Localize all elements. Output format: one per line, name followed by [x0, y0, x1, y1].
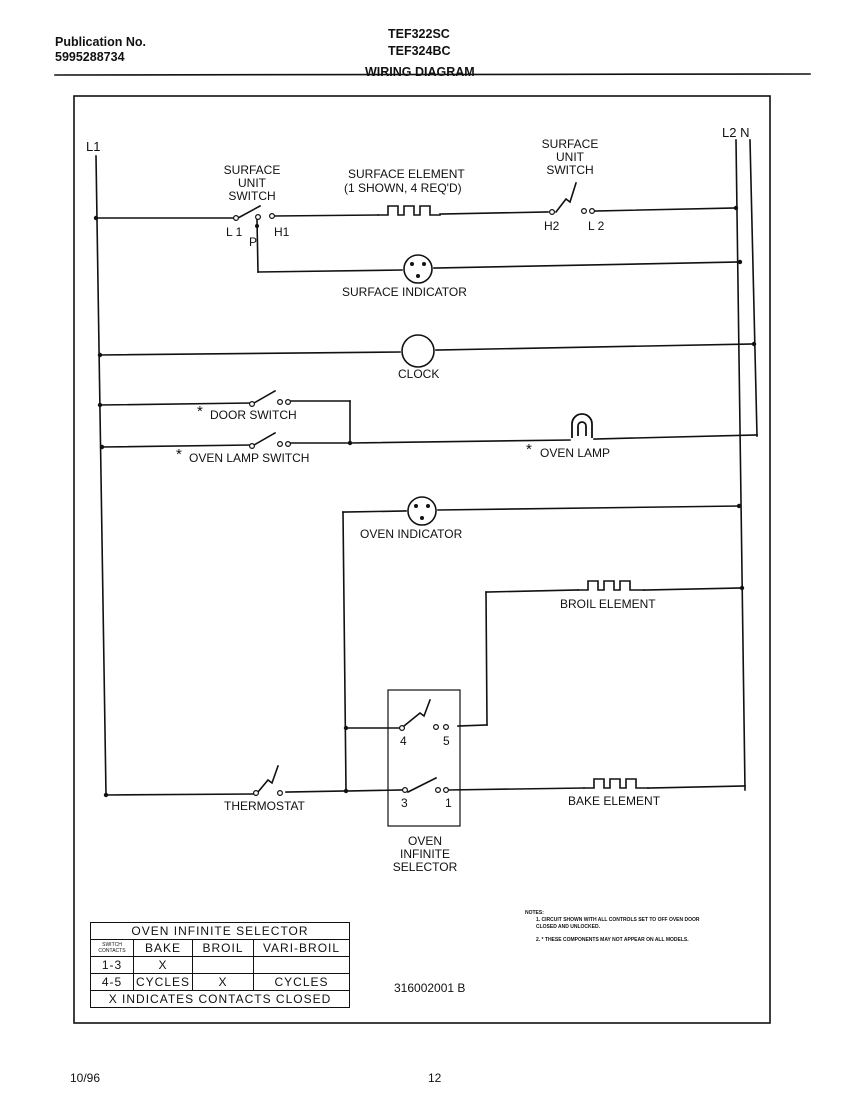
oven-lamp-asterisk: *: [526, 441, 532, 458]
clock-motor: [401, 334, 435, 368]
table-corner: SWITCH CONTACTS: [90, 939, 134, 957]
l2-n-terminal-label: L2 N: [722, 125, 750, 140]
table-cell: X: [133, 956, 193, 974]
surface-element-symbol: [377, 205, 441, 216]
pin-h2-label: H2: [544, 219, 560, 233]
l1-terminal-label: L1: [86, 139, 101, 154]
table-cell: 4-5: [90, 973, 134, 991]
page-number: 12: [428, 1071, 442, 1085]
door-switch-asterisk: *: [197, 403, 203, 420]
table-cell: 1-3: [90, 956, 134, 974]
thermostat-blade: [256, 764, 280, 794]
selector-pin-3: 3: [401, 796, 408, 810]
table-cell: X: [192, 973, 254, 991]
table-col-broil: BROIL: [192, 939, 254, 957]
table-row: 4-5 CYCLES X CYCLES: [90, 973, 350, 991]
broil-element-symbol: [577, 580, 645, 591]
junction-dots: [93, 205, 757, 798]
model-number-2: TEF324BC: [388, 44, 451, 58]
pin-p-label: P: [249, 235, 258, 249]
oven-lamp-filament: [577, 421, 587, 436]
oven-lamp-switch-blade: [252, 431, 277, 447]
table-col-bake: BAKE: [133, 939, 193, 957]
surface-unit-switch-right-label: SURFACE UNIT SWITCH: [541, 137, 599, 177]
surface-indicator-light: [403, 254, 433, 284]
selector-pin-4: 4: [400, 734, 407, 748]
door-switch-blade: [252, 389, 277, 405]
surface-element-label: SURFACE ELEMENT: [348, 167, 465, 181]
surface-unit-switch-left-label: SURFACE UNIT SWITCH: [223, 163, 281, 203]
selector-4-5-blade: [402, 698, 432, 728]
surface-element-note: (1 SHOWN, 4 REQ'D): [344, 181, 462, 195]
notes-heading: NOTES:: [525, 910, 544, 916]
thermostat-label: THERMOSTAT: [224, 799, 305, 813]
oven-lamp-label: OVEN LAMP: [540, 446, 611, 460]
table-row: 1-3 X: [90, 956, 350, 974]
table-cell: [192, 956, 254, 974]
table-cell: CYCLES: [253, 973, 350, 991]
table-title: OVEN INFINITE SELECTOR: [90, 922, 350, 940]
bake-element-symbol: [583, 778, 649, 789]
bake-element-label: BAKE ELEMENT: [568, 794, 661, 808]
oven-indicator-light: [407, 496, 437, 526]
selector-pin-5: 5: [443, 734, 450, 748]
selector-3-1-blade: [406, 776, 438, 794]
pin-h1-label: H1: [274, 225, 290, 239]
clock-label: CLOCK: [398, 367, 440, 381]
pin-l2-label: L 2: [588, 219, 605, 233]
table-cell: [253, 956, 350, 974]
part-number: 316002001 B: [394, 981, 466, 995]
oven-indicator-label: OVEN INDICATOR: [360, 527, 463, 541]
switch-terminals: [233, 208, 595, 796]
door-switch-label: DOOR SWITCH: [210, 408, 297, 422]
oven-infinite-selector-label: OVEN INFINITE SELECTOR: [392, 834, 458, 874]
publication-label: Publication No.: [55, 35, 146, 49]
diagram-border: [73, 95, 771, 1024]
surface-switch-right-blade: [554, 181, 578, 214]
selector-pin-1: 1: [445, 796, 452, 810]
n-rail: [749, 139, 758, 437]
pin-l1-label: L 1: [226, 225, 243, 239]
broil-element-label: BROIL ELEMENT: [560, 597, 656, 611]
publication-number: 5995288734: [55, 50, 125, 64]
table-cell: CYCLES: [133, 973, 193, 991]
oven-lamp-switch-asterisk: *: [176, 446, 182, 463]
selector-box: [387, 689, 461, 827]
model-number-1: TEF322SC: [388, 27, 450, 41]
footer-date: 10/96: [70, 1071, 101, 1085]
oven-lamp-switch-label: OVEN LAMP SWITCH: [189, 451, 310, 465]
selector-table: OVEN INFINITE SELECTOR SWITCH CONTACTS B…: [90, 922, 350, 1008]
header-rule: [54, 73, 811, 76]
oven-lamp-bulb: [571, 413, 593, 438]
note-1: 1. CIRCUIT SHOWN WITH ALL CONTROLS SET T…: [536, 917, 700, 930]
surface-switch-left-blade: [236, 204, 262, 220]
table-footer: X INDICATES CONTACTS CLOSED: [90, 990, 350, 1008]
l2-rail: [735, 139, 746, 791]
l1-rail: [95, 155, 107, 796]
note-2: 2. * THESE COMPONENTS MAY NOT APPEAR ON …: [536, 937, 689, 943]
table-col-vari-broil: VARI-BROIL: [253, 939, 350, 957]
surface-indicator-label: SURFACE INDICATOR: [342, 285, 467, 299]
